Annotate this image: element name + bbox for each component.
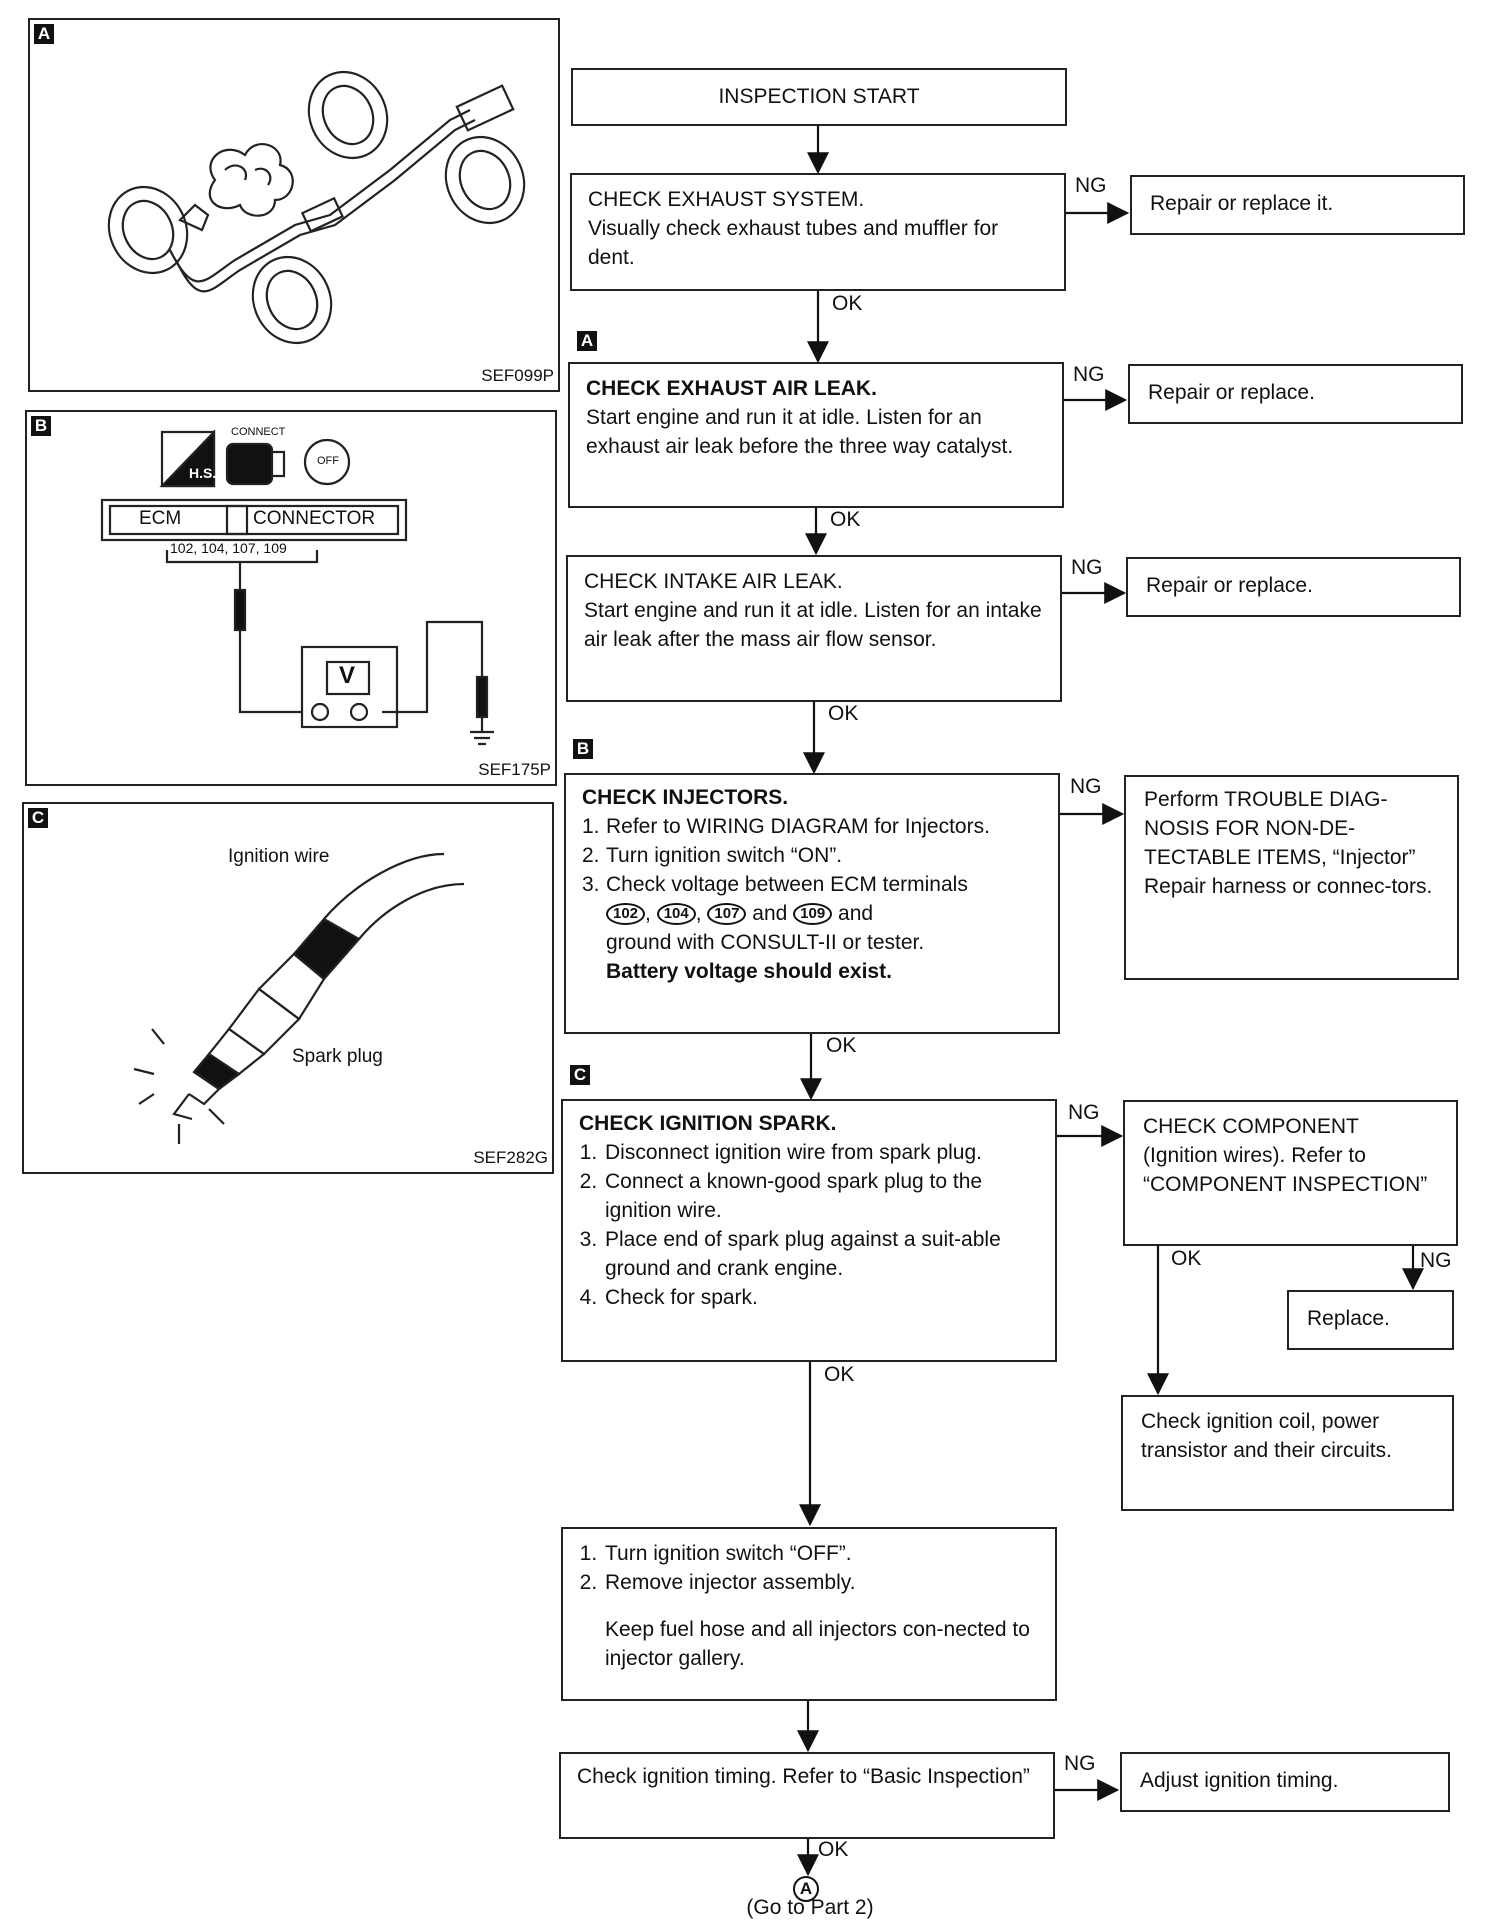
step-item: Check for spark. <box>603 1283 1039 1312</box>
panel-exhaust-illustration: A SEF099P <box>28 18 560 392</box>
remedy-text: Replace. <box>1307 1307 1390 1330</box>
ng-label: NG <box>1073 363 1105 386</box>
remedy-text: CHECK COMPONENT (Ignition wires). Refer … <box>1143 1115 1428 1196</box>
remedy-text: Check ignition coil, power transistor an… <box>1141 1410 1392 1462</box>
connector-label: CONNECTOR <box>253 508 376 529</box>
step-item: Turn ignition switch “ON”. <box>606 844 843 867</box>
step-item: Remove injector assembly. <box>603 1568 1039 1597</box>
step-title: CHECK INTAKE AIR LEAK. <box>584 570 843 593</box>
step-item: Connect a known-good spark plug to the i… <box>603 1167 1039 1225</box>
exhaust-system-illustration <box>107 70 526 345</box>
check-exhaust-air-leak-box: CHECK EXHAUST AIR LEAK. Start engine and… <box>568 362 1064 508</box>
check-ignition-coil-box: Check ignition coil, power transistor an… <box>1121 1395 1454 1511</box>
ok-label: OK <box>1171 1247 1202 1270</box>
replace-box: Replace. <box>1287 1290 1454 1350</box>
step-title: CHECK EXHAUST AIR LEAK. <box>586 377 877 400</box>
check-exhaust-system-box: CHECK EXHAUST SYSTEM. Visually check exh… <box>570 173 1066 291</box>
figure-code: SEF282G <box>473 1148 548 1167</box>
step-item: Place end of spark plug against a suit-a… <box>603 1225 1039 1283</box>
remedy-text: Repair or replace. <box>1148 381 1315 404</box>
ok-label: OK <box>818 1838 849 1861</box>
ignition-wire-label: Ignition wire <box>228 846 330 867</box>
ng-label: NG <box>1068 1101 1100 1124</box>
ok-label: OK <box>828 702 859 725</box>
step-body: Visually check exhaust tubes and muffler… <box>588 217 999 269</box>
inspection-start-box: INSPECTION START <box>571 68 1067 126</box>
figure-code: SEF175P <box>478 760 551 779</box>
panel-tag-c: C <box>28 808 48 828</box>
ok-label: OK <box>830 508 861 531</box>
terminal-badge: 109 <box>793 903 833 926</box>
check-ignition-spark-box: CHECK IGNITION SPARK. Disconnect ignitio… <box>561 1099 1057 1362</box>
ok-label: OK <box>824 1363 855 1386</box>
step-title: CHECK INJECTORS. <box>582 786 789 809</box>
ng-label: NG <box>1064 1752 1096 1775</box>
step-item: Refer to WIRING DIAGRAM for Injectors. <box>606 815 990 838</box>
connect-label: CONNECT <box>231 426 286 438</box>
step-item: Disconnect ignition wire from spark plug… <box>603 1138 1039 1167</box>
panel-ignition-spark-illustration: C Ignition wire Spark plug SEF282G <box>22 802 554 1174</box>
and-text: and <box>752 902 788 925</box>
terminals-label: 102, 104, 107, 109 <box>170 540 287 556</box>
step-item: Turn ignition switch “OFF”. <box>603 1539 1039 1568</box>
panel-injector-voltage-illustration: B H.S. CONNECT OFF ECM CONNECTOR <box>25 410 557 786</box>
check-ignition-timing-box: Check ignition timing. Refer to “Basic I… <box>559 1752 1055 1839</box>
ng-label: NG <box>1420 1249 1452 1272</box>
remove-injector-box: Turn ignition switch “OFF”. Remove injec… <box>561 1527 1057 1701</box>
injectors-diagnosis-box: Perform TROUBLE DIAG-NOSIS FOR NON-DE-TE… <box>1124 775 1459 980</box>
spark-plug-label: Spark plug <box>292 1046 383 1067</box>
remedy-text: Adjust ignition timing. <box>1140 1769 1339 1792</box>
goto-part-2-text: (Go to Part 2) <box>746 1896 874 1919</box>
key-off-label: OFF <box>317 455 339 467</box>
step-body: Start engine and run it at idle. Listen … <box>586 406 1014 458</box>
spark-plug-illustration <box>133 852 465 1144</box>
voltmeter-label: V <box>339 662 356 689</box>
ng-label: NG <box>1070 775 1102 798</box>
offpage-connector-a: A <box>793 1876 819 1902</box>
check-component-box: CHECK COMPONENT (Ignition wires). Refer … <box>1123 1100 1458 1246</box>
ecm-label: ECM <box>139 508 182 529</box>
connector-letter: A <box>799 1879 813 1898</box>
air-leak-repair-box: Repair or replace. <box>1128 364 1463 424</box>
panel-tag-b: B <box>31 416 51 436</box>
step-item: Check voltage between ECM terminals <box>606 873 968 896</box>
ng-label: NG <box>1071 556 1103 579</box>
step-title: CHECK EXHAUST SYSTEM. <box>588 188 865 211</box>
step-note: Battery voltage should exist. <box>606 960 892 983</box>
step-item: ground with CONSULT-II or tester. <box>606 931 925 954</box>
voltage-check-illustration <box>100 429 494 746</box>
exhaust-repair-box: Repair or replace it. <box>1130 175 1465 235</box>
step-body: Start engine and run it at idle. Listen … <box>584 599 1042 651</box>
step-title: CHECK IGNITION SPARK. <box>579 1112 837 1135</box>
step-tag-b: B <box>573 739 593 759</box>
terminal-badge: 107 <box>707 903 747 926</box>
panel-tag-a: A <box>34 24 54 44</box>
remedy-text: Repair or replace. <box>1146 574 1313 597</box>
ok-label: OK <box>826 1034 857 1057</box>
terminal-badge: 102 <box>606 903 646 926</box>
and-text: and <box>838 902 874 925</box>
hs-label: H.S. <box>189 465 217 481</box>
adjust-timing-box: Adjust ignition timing. <box>1120 1752 1450 1812</box>
intake-repair-box: Repair or replace. <box>1126 557 1461 617</box>
remedy-text: Repair or replace it. <box>1150 192 1334 215</box>
step-tag-a: A <box>577 331 597 351</box>
terminal-badge: 104 <box>656 903 696 926</box>
remedy-text: Perform TROUBLE DIAG-NOSIS FOR NON-DE-TE… <box>1144 788 1433 898</box>
figure-code: SEF099P <box>481 366 554 385</box>
check-intake-air-leak-box: CHECK INTAKE AIR LEAK. Start engine and … <box>566 555 1062 702</box>
inspection-start-text: INSPECTION START <box>718 85 920 108</box>
step-note: Keep fuel hose and all injectors con-nec… <box>605 1618 1030 1670</box>
ng-label: NG <box>1075 174 1107 197</box>
check-injectors-box: CHECK INJECTORS. 1.Refer to WIRING DIAGR… <box>564 773 1060 1034</box>
step-tag-c: C <box>570 1065 590 1085</box>
step-body: Check ignition timing. Refer to “Basic I… <box>577 1765 1030 1788</box>
ok-label: OK <box>832 292 863 315</box>
